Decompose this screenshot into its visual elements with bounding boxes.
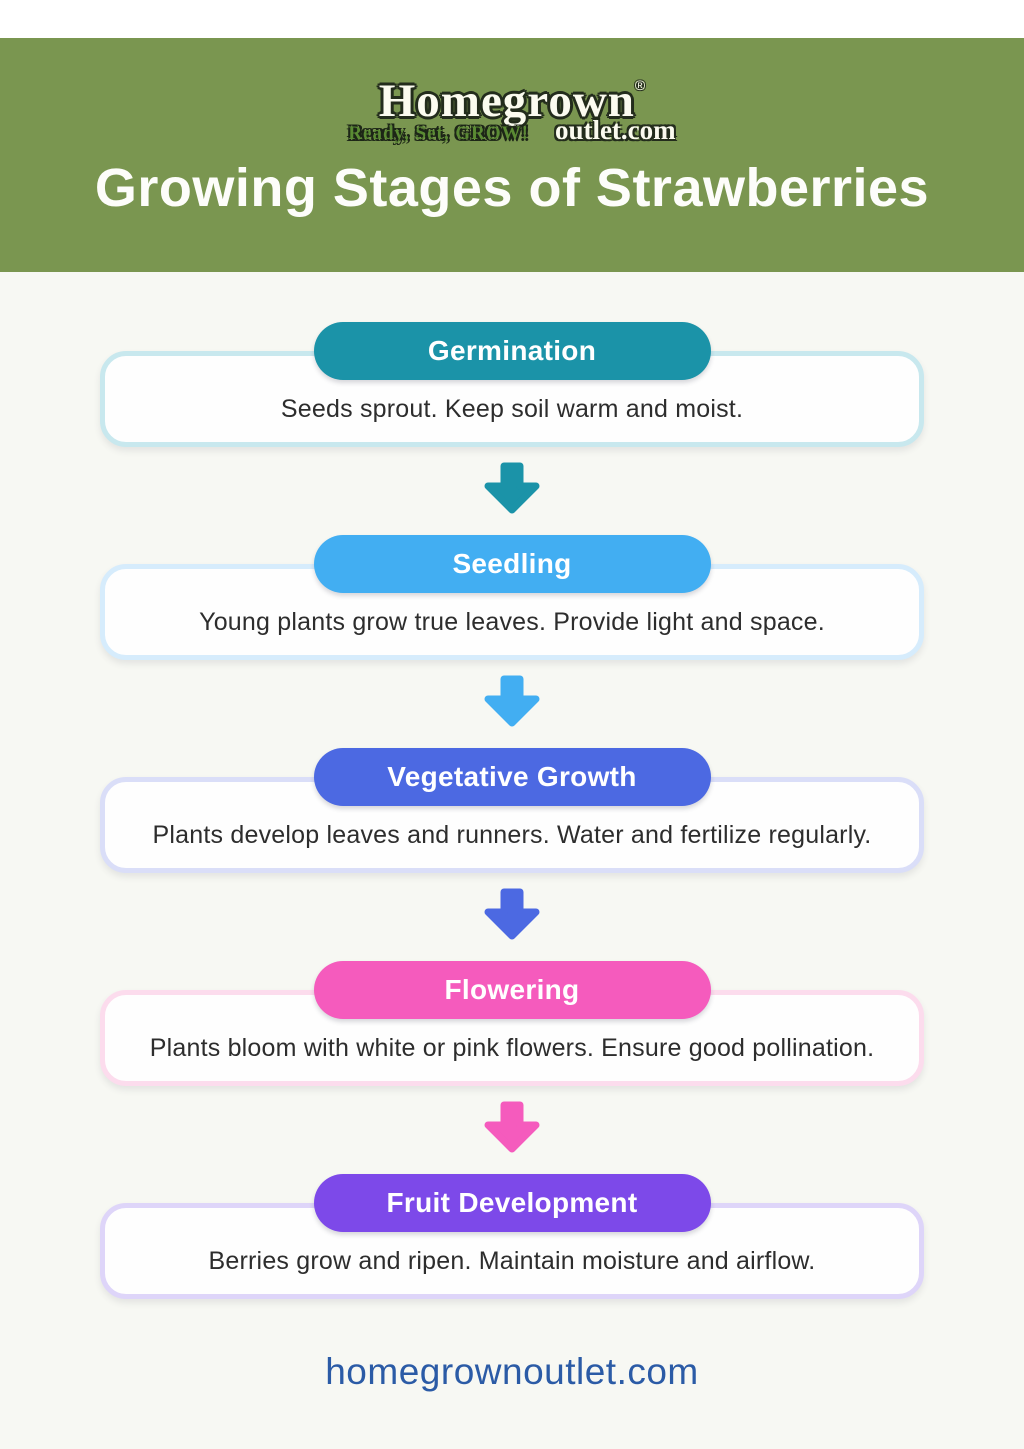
stage-description: Young plants grow true leaves. Provide l…	[199, 607, 825, 636]
logo-brand-text: Homegrown	[378, 75, 635, 127]
stage-description: Plants bloom with white or pink flowers.…	[149, 1033, 875, 1062]
logo-subline: Ready, Set, GROW! outlet.com	[348, 117, 675, 144]
footer: homegrownoutlet.com	[0, 1351, 1024, 1393]
stage-card-vegetative-growth: Plants develop leaves and runners. Water…	[100, 777, 924, 873]
stage-label: Flowering	[444, 974, 580, 1005]
flow-arrow-row	[100, 462, 924, 514]
stage-flowering: Flowering Plants bloom with white or pin…	[100, 961, 924, 1086]
footer-website-text: homegrownoutlet.com	[325, 1351, 699, 1392]
header-banner: Homegrown® Ready, Set, GROW! outlet.com …	[0, 38, 1024, 272]
stage-description: Seeds sprout. Keep soil warm and moist.	[280, 394, 744, 423]
stages-flow: Germination Seeds sprout. Keep soil warm…	[100, 322, 924, 1299]
stage-label: Fruit Development	[386, 1187, 638, 1218]
page-title: Growing Stages of Strawberries	[94, 158, 930, 218]
stage-pill-flowering: Flowering	[313, 961, 711, 1019]
down-arrow-icon	[484, 675, 540, 727]
stage-pill-seedling: Seedling	[313, 535, 711, 593]
logo-brand-line: Homegrown®	[348, 78, 675, 125]
flow-arrow-row	[100, 888, 924, 940]
down-arrow-icon	[484, 462, 540, 514]
down-arrow-icon	[484, 1101, 540, 1153]
stage-pill-vegetative-growth: Vegetative Growth	[313, 748, 711, 806]
stage-pill-germination: Germination	[313, 322, 711, 380]
stage-germination: Germination Seeds sprout. Keep soil warm…	[100, 322, 924, 447]
stage-vegetative-growth: Vegetative Growth Plants develop leaves …	[100, 748, 924, 873]
logo-domain-text: outlet.com	[554, 115, 676, 145]
top-white-strip	[0, 0, 1024, 38]
stage-pill-fruit-development: Fruit Development	[313, 1174, 711, 1232]
down-arrow-icon	[484, 888, 540, 940]
stage-fruit-development: Fruit Development Berries grow and ripen…	[100, 1174, 924, 1299]
stage-label: Seedling	[452, 548, 572, 579]
homegrown-logo: Homegrown® Ready, Set, GROW! outlet.com	[348, 78, 675, 144]
registered-trademark-icon: ®	[634, 77, 646, 93]
stage-card-fruit-development: Berries grow and ripen. Maintain moistur…	[100, 1203, 924, 1299]
logo-tagline: Ready, Set, GROW!	[348, 123, 529, 144]
stage-label: Germination	[427, 335, 597, 366]
stage-seedling: Seedling Young plants grow true leaves. …	[100, 535, 924, 660]
flow-arrow-row	[100, 675, 924, 727]
stage-label: Vegetative Growth	[387, 761, 637, 792]
stage-description: Berries grow and ripen. Maintain moistur…	[208, 1246, 816, 1275]
stage-description: Plants develop leaves and runners. Water…	[152, 820, 872, 849]
flow-arrow-row	[100, 1101, 924, 1153]
